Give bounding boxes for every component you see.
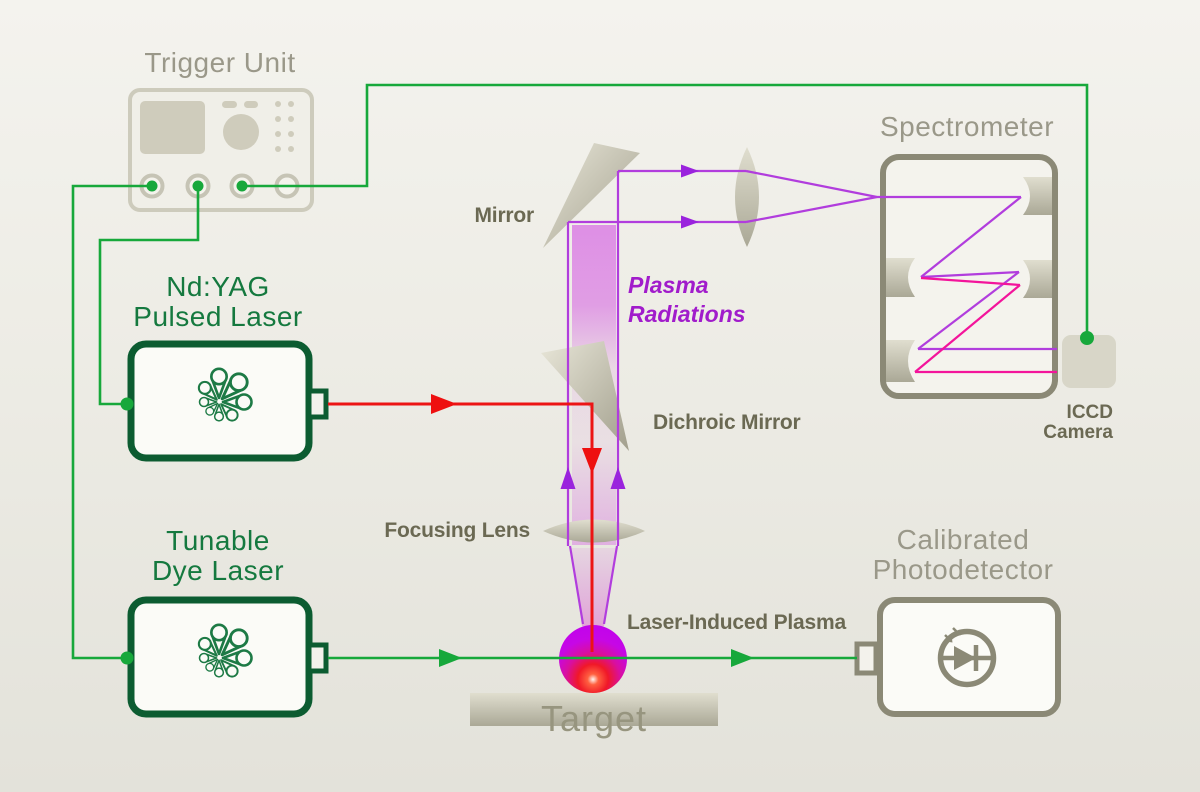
ndyag-laser-device <box>127 340 329 462</box>
spectrometer-label: Spectrometer <box>879 111 1055 142</box>
ndyag-laser-label: Nd:YAG Pulsed Laser <box>118 272 318 332</box>
target-label: Target <box>540 698 648 739</box>
green-probe-beam <box>328 649 857 667</box>
spectrometer-mirror-top-right <box>1023 177 1052 215</box>
trigger-unit-label: Trigger Unit <box>144 47 296 78</box>
dichroic-mirror-label: Dichroic Mirror <box>653 411 801 434</box>
plasma-radiations-label-line1: Plasma <box>628 272 709 298</box>
focusing-lens-label: Focusing Lens <box>384 519 530 542</box>
photodetector-label: Calibrated Photodetector <box>843 525 1083 585</box>
spectrometer-mirror-bottom-left <box>886 340 915 382</box>
trigger-unit-device <box>128 88 314 212</box>
ndyag-laser-label-line2: Pulsed Laser <box>133 301 303 332</box>
spectrometer-device <box>880 154 1058 399</box>
spectrometer-mirror-mid-right <box>1023 260 1052 298</box>
wire-dot-iccd-input <box>1080 331 1094 345</box>
plasma-radiations-label: Plasma Radiations <box>628 271 746 329</box>
photodiode-icon <box>937 627 997 688</box>
mirror-label: Mirror <box>474 204 535 227</box>
control-panel-icon <box>140 101 294 154</box>
dye-output-port <box>306 642 329 674</box>
dye-laser-label-line2: Dye Laser <box>151 555 285 586</box>
spectrometer-mirror-mid-left <box>886 258 915 297</box>
photodetector-input-port <box>854 641 879 676</box>
trigger-knob <box>223 114 259 150</box>
plasma-radiations-label-line2: Radiations <box>628 301 746 327</box>
dichroic-mirror-shape <box>541 341 629 451</box>
red-pump-beam <box>328 394 602 652</box>
wire-dot-dye-input <box>120 651 134 665</box>
laser-induced-plasma-label: Laser-Induced Plasma <box>627 611 846 634</box>
dye-laser-label: Tunable Dye Laser <box>118 526 318 586</box>
mirror-shape <box>543 143 640 248</box>
photodetector-device <box>854 597 1061 717</box>
photodetector-label-line2: Photodetector <box>872 554 1054 585</box>
wire-trigger-to-ndyag-laser <box>98 186 200 406</box>
ndyag-laser-label-line1: Nd:YAG <box>166 271 270 302</box>
iccd-camera-label-line1: ICCD <box>1066 402 1113 423</box>
iccd-camera-device <box>1062 335 1116 388</box>
trigger-wires <box>71 83 1094 665</box>
wire-trigger-to-iccd-camera <box>242 83 1089 336</box>
focusing-lens-shape <box>543 519 645 543</box>
collection-lens-shape <box>735 147 759 247</box>
dye-laser-label-line1: Tunable <box>166 525 270 556</box>
dye-laser-device <box>127 596 329 718</box>
iccd-camera-label-line2: Camera <box>1043 422 1113 443</box>
iccd-camera-label: ICCD Camera <box>1013 403 1113 443</box>
plasma-radiation-beams <box>560 164 1057 625</box>
radiation-arrowheads <box>560 164 699 489</box>
trigger-screen <box>140 101 205 154</box>
spectrometer-internal-beams <box>877 195 1057 374</box>
photodetector-label-line1: Calibrated <box>896 524 1030 555</box>
ndyag-output-port <box>306 388 329 420</box>
target-slab <box>470 693 718 726</box>
wire-dot-ndyag-input <box>120 397 134 411</box>
wire-trigger-to-dye-laser <box>71 184 152 660</box>
